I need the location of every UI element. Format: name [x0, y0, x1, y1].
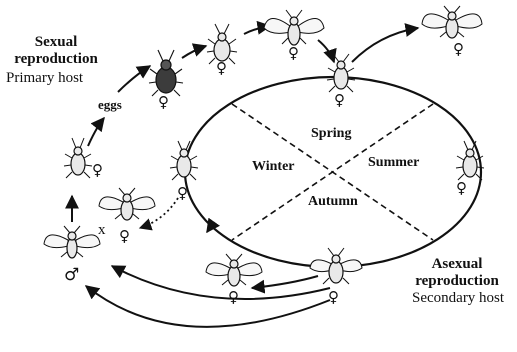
arrow-eggs-to-fundatrix	[117, 65, 152, 93]
aphid-winged-female-2	[98, 187, 156, 221]
arrow-spring-to-migrant	[351, 23, 420, 63]
female-symbol: ♀	[92, 161, 103, 179]
cycle-arrow	[206, 217, 220, 234]
female-symbol: ♀	[456, 179, 467, 197]
female-symbol: ♀	[158, 93, 169, 111]
aphid-wingless-female-2	[206, 23, 238, 65]
sexual-reproduction-label: Sexual reproduction	[14, 34, 98, 68]
aphid-summer-female	[455, 140, 485, 181]
female-symbol: ♀	[177, 184, 188, 202]
female-symbol: ♀	[334, 91, 345, 109]
aphid-spring-female	[326, 53, 356, 93]
female-symbol: ♀	[228, 288, 239, 306]
aphid-winged-female-3	[205, 253, 263, 287]
female-symbol: ♀	[288, 44, 299, 62]
aphid-winged-migrant	[421, 5, 483, 39]
aphid-winged-male	[43, 225, 101, 259]
aphid-wingless-female-1	[63, 137, 93, 179]
aphid-fundatrix	[148, 49, 184, 97]
season-autumn: Autumn	[308, 194, 358, 209]
female-symbol: ♀	[453, 40, 464, 58]
arrow-to-male	[84, 285, 331, 328]
eggs-label: eggs	[98, 97, 122, 112]
season-summer: Summer	[368, 155, 420, 170]
secondary-host-label: Secondary host	[412, 290, 505, 306]
arrow-winged-to-spring	[317, 39, 337, 64]
arrow-to-female-left	[250, 275, 319, 294]
female-symbol: ♀	[216, 59, 227, 77]
aphid-winged-female-1	[263, 9, 325, 46]
female-symbol: ♀	[328, 288, 339, 306]
arrow-to-eggs	[87, 116, 105, 147]
season-winter: Winter	[252, 159, 295, 174]
arrow-to-gen2	[181, 43, 208, 59]
asexual-reproduction-label: Asexual reproduction	[415, 256, 499, 290]
cross-label: x	[98, 222, 106, 238]
female-symbol: ♀	[119, 227, 130, 245]
male-symbol: ♂	[64, 265, 80, 285]
aphid-autumn-female	[309, 247, 363, 285]
dotted-arrow	[138, 197, 179, 231]
season-divider-2	[231, 103, 434, 241]
primary-host-label: Primary host	[6, 70, 84, 86]
season-spring: Spring	[311, 126, 352, 141]
aphid-winter-female	[169, 140, 199, 181]
arrow-to-winged-male	[110, 265, 331, 300]
